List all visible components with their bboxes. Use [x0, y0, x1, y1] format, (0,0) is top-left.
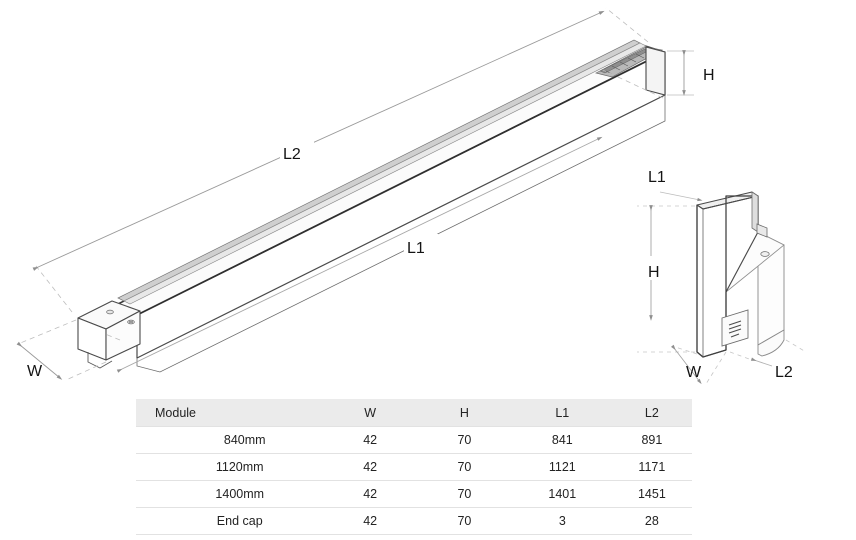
cell-module: 1120mm — [136, 453, 325, 481]
dimension-h-main: H — [667, 50, 715, 96]
cell-l2: 1451 — [611, 480, 692, 508]
cell-h: 70 — [415, 453, 513, 481]
cell-w: 42 — [324, 426, 416, 454]
table-row: End cap 42 70 3 28 — [136, 507, 692, 535]
table-header-row: Module W H L1 L2 — [136, 399, 692, 427]
dimension-label-l2-main: L2 — [283, 146, 301, 163]
l1-ext-line-right — [602, 69, 664, 99]
column-header-h: H — [415, 399, 513, 427]
cell-w: 42 — [324, 453, 416, 481]
table-header: Module W H L1 L2 — [136, 399, 692, 427]
l2-ext-line-left — [35, 265, 73, 313]
profile-bottom-return — [136, 95, 666, 373]
cell-module: 1400mm — [136, 480, 325, 508]
cell-l1: 1401 — [512, 480, 612, 508]
w-main-ext-right — [65, 361, 107, 381]
l1-endcap-dimension-line — [659, 191, 703, 202]
dimension-label-h-endcap: H — [648, 264, 660, 281]
l2-ext-line-right — [605, 7, 649, 43]
dimension-label-l1-endcap: L1 — [648, 169, 666, 186]
cell-l2: 1171 — [611, 453, 692, 481]
dimension-w-endcap: W — [670, 344, 727, 385]
cell-l2: 891 — [611, 426, 692, 454]
dimension-l1-main: L1 — [104, 69, 664, 373]
column-header-module: Module — [136, 399, 325, 427]
table-row: 840mm 42 70 841 891 — [136, 426, 692, 454]
column-header-l1: L1 — [512, 399, 612, 427]
endcap-detail-view — [696, 191, 785, 358]
dimension-label-l2-endcap: L2 — [775, 364, 793, 381]
profile-front-edge-highlight — [136, 51, 666, 316]
w-main-dimension-line — [16, 341, 63, 380]
dimension-l1-endcap: L1 — [648, 169, 703, 202]
cell-l1: 841 — [512, 426, 612, 454]
table-row: 1400mm 42 70 1401 1451 — [136, 480, 692, 508]
profile-top-face — [111, 43, 666, 316]
dimension-w-main: W — [16, 319, 107, 381]
w-main-ext-left — [17, 319, 77, 345]
endcap-rear-bottom — [757, 329, 785, 357]
cell-h: 70 — [415, 480, 513, 508]
table-row: 1120mm 42 70 1121 1171 — [136, 453, 692, 481]
main-profile-view — [77, 39, 666, 373]
cell-w: 42 — [324, 480, 416, 508]
endcap-latch-tab — [756, 223, 768, 238]
column-header-l2: L2 — [611, 399, 692, 427]
dimension-label-l1-main: L1 — [407, 240, 425, 257]
dimension-l2-endcap: L2 — [729, 339, 807, 381]
dimension-label-w-endcap: W — [686, 364, 702, 381]
module-dimension-table: Module W H L1 L2 840mm 42 70 841 891 112… — [136, 399, 692, 535]
l2-endcap-ext-a — [729, 351, 753, 361]
profile-left-endcap — [77, 300, 141, 369]
endcap-label-plate — [721, 309, 749, 347]
dimension-label-w-main: W — [27, 363, 43, 380]
cell-w: 42 — [324, 507, 416, 535]
profile-right-end-face — [645, 46, 666, 96]
cell-l1: 1121 — [512, 453, 612, 481]
cell-module: 840mm — [136, 426, 325, 454]
w-endcap-ext-b — [705, 351, 727, 385]
l2-endcap-dimension-line — [750, 357, 773, 367]
cell-module: End cap — [136, 507, 325, 535]
dimension-label-h-main: H — [703, 67, 715, 84]
dimension-h-endcap: H — [637, 205, 695, 353]
w-endcap-dimension-line — [670, 344, 702, 385]
cell-l2: 28 — [611, 507, 692, 535]
table-body: 840mm 42 70 841 891 1120mm 42 70 1121 11… — [136, 426, 692, 535]
cell-h: 70 — [415, 507, 513, 535]
l2-endcap-ext-b — [785, 339, 807, 353]
column-header-w: W — [324, 399, 416, 427]
profile-channel-recess — [117, 39, 641, 302]
cell-h: 70 — [415, 426, 513, 454]
dimension-l2-main: L2 — [32, 7, 649, 313]
endcap-screw-hole — [760, 251, 770, 257]
l1-dimension-line — [116, 136, 603, 373]
cell-l1: 3 — [512, 507, 612, 535]
profile-channel-inner — [123, 42, 647, 305]
profile-front-face — [136, 51, 666, 359]
